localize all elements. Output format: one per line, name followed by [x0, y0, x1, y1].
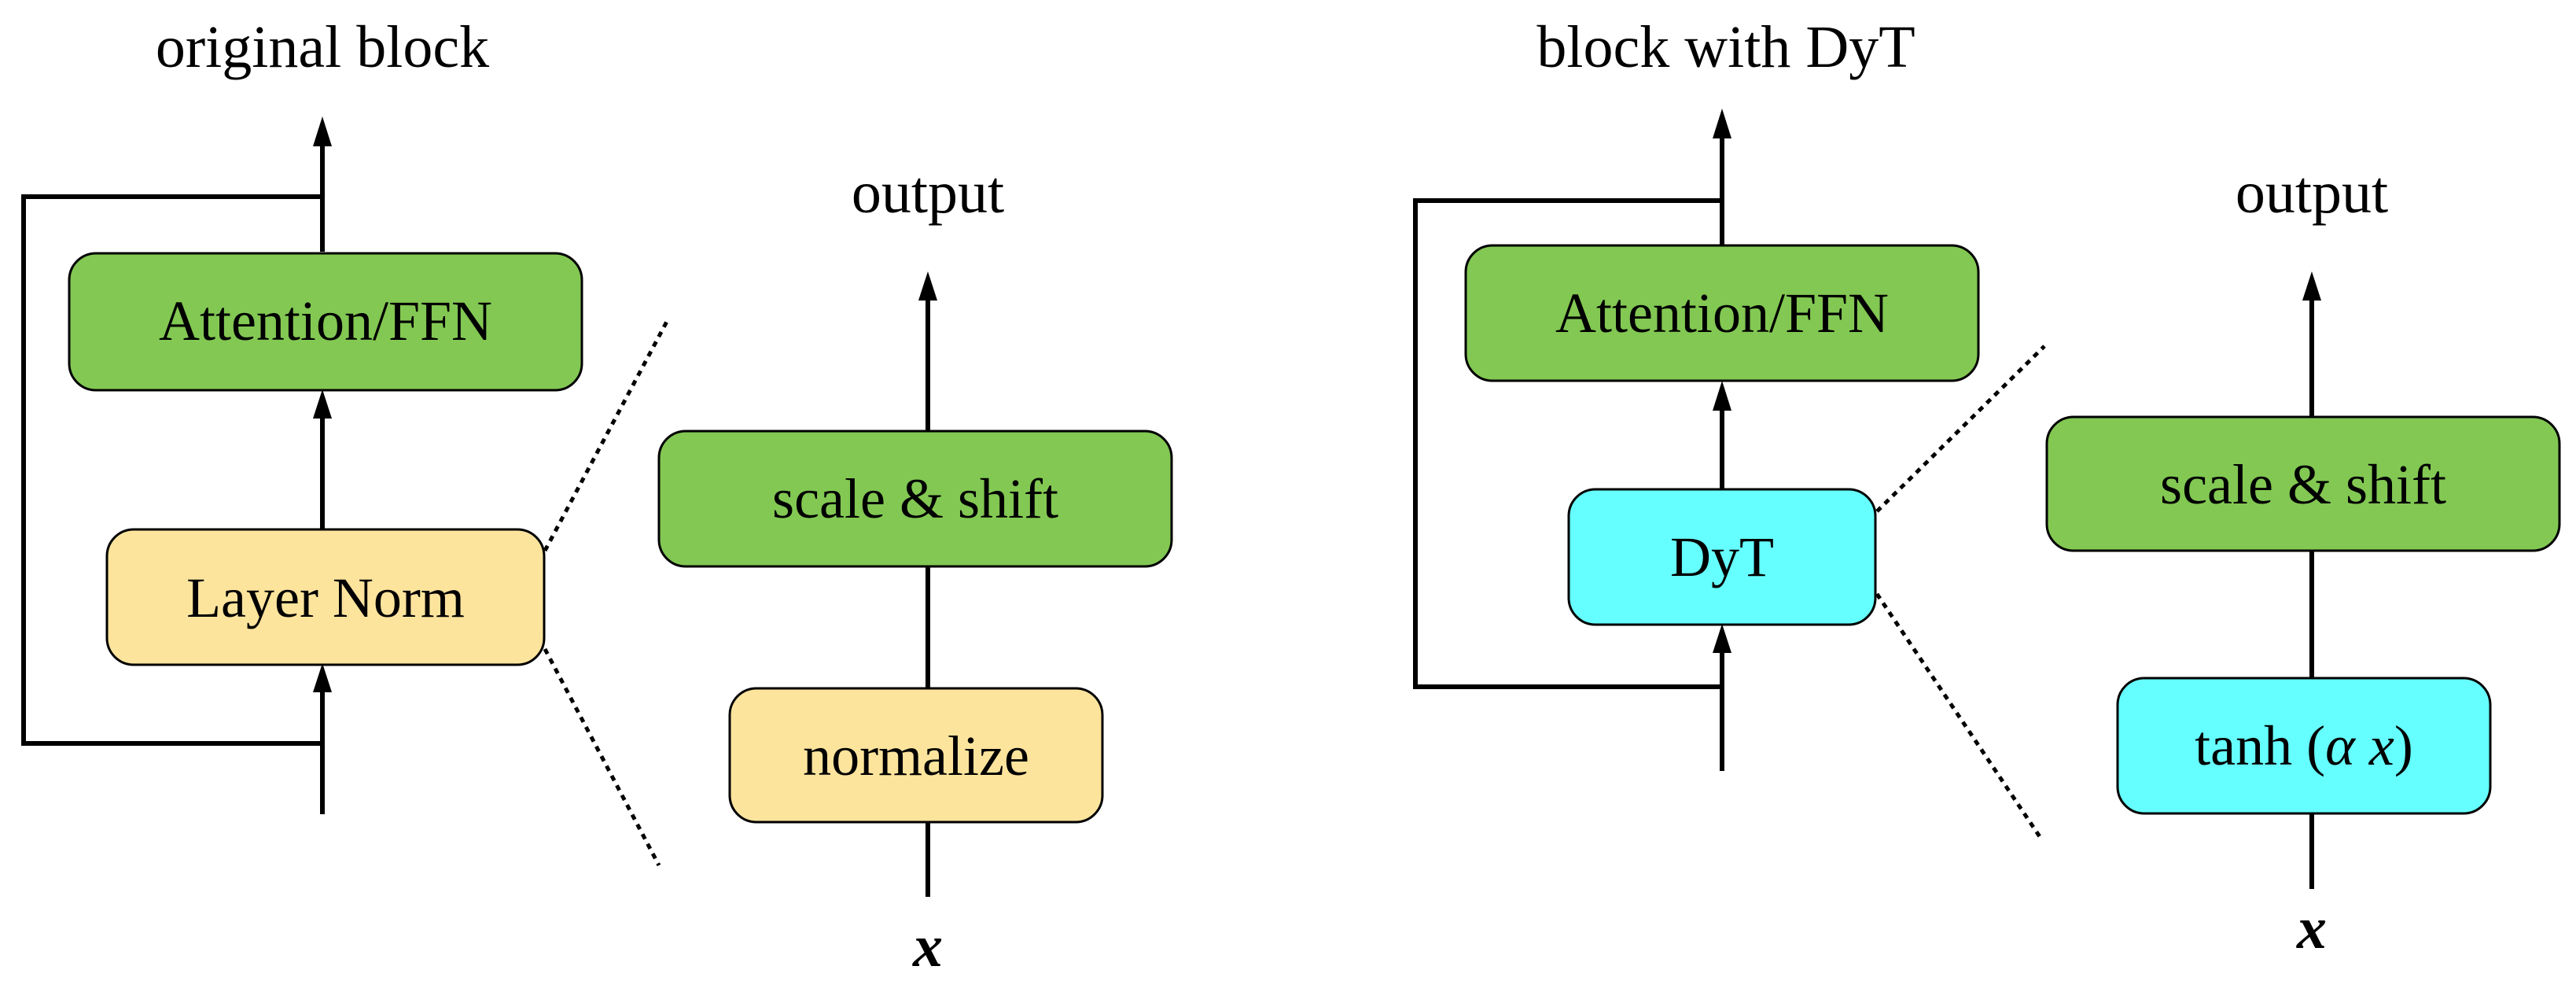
right-arrow-into-attn [1713, 381, 1731, 411]
tanh-prefix: tanh ( [2195, 714, 2325, 777]
left-detail-arrow-out [918, 271, 937, 301]
right-detail-arrow-out [2302, 271, 2321, 301]
right-arrow-into-dyt [1713, 624, 1731, 653]
left-arrow-into-attn [313, 389, 332, 419]
tanh-alpha: α [2325, 714, 2356, 777]
tanh-space [2355, 714, 2369, 777]
left-attention-ffn-box [68, 252, 583, 392]
layer-norm-label: Layer Norm [186, 566, 465, 629]
tanh-x: x [2368, 714, 2394, 777]
right-residual-line [1413, 198, 1722, 689]
left-residual-line [21, 194, 322, 746]
right-attention-ffn-label: Attention/FFN [1555, 282, 1889, 345]
left-title: original block [156, 14, 489, 80]
right-zoom-line-bottom [1875, 592, 2043, 839]
scale-shift-label-right: scale & shift [2160, 453, 2446, 516]
right-title: block with DyT [1536, 14, 1915, 80]
right-arrow-out [1713, 109, 1731, 138]
dyt-box [1567, 488, 1877, 626]
layer-norm-box [105, 528, 546, 666]
right-panel: block with DyT Attention/FFN DyT output … [1413, 14, 2561, 961]
right-detail-input-label: x [2296, 895, 2327, 961]
right-attention-ffn-box [1464, 244, 1980, 382]
left-arrow-out [313, 116, 332, 146]
scale-shift-box-left [657, 430, 1173, 568]
left-arrow-into-norm [313, 663, 332, 692]
dyt-label: DyT [1670, 526, 1774, 588]
normalize-label: normalize [803, 725, 1029, 787]
right-detail-output-label: output [2236, 160, 2388, 226]
left-detail-input-label: x [912, 913, 943, 979]
scale-shift-box-right [2045, 415, 2561, 552]
scale-shift-label-left: scale & shift [772, 467, 1058, 530]
tanh-label: tanh (α x) [2195, 714, 2413, 777]
left-panel: original block Attention/FFN Layer Norm … [21, 14, 1173, 979]
left-zoom-line-bottom [543, 647, 661, 867]
tanh-box [2116, 677, 2492, 815]
tanh-suffix: ) [2394, 714, 2413, 777]
left-attention-ffn-label: Attention/FFN [159, 290, 492, 352]
left-detail-output-label: output [852, 160, 1004, 226]
normalize-box [728, 687, 1104, 824]
